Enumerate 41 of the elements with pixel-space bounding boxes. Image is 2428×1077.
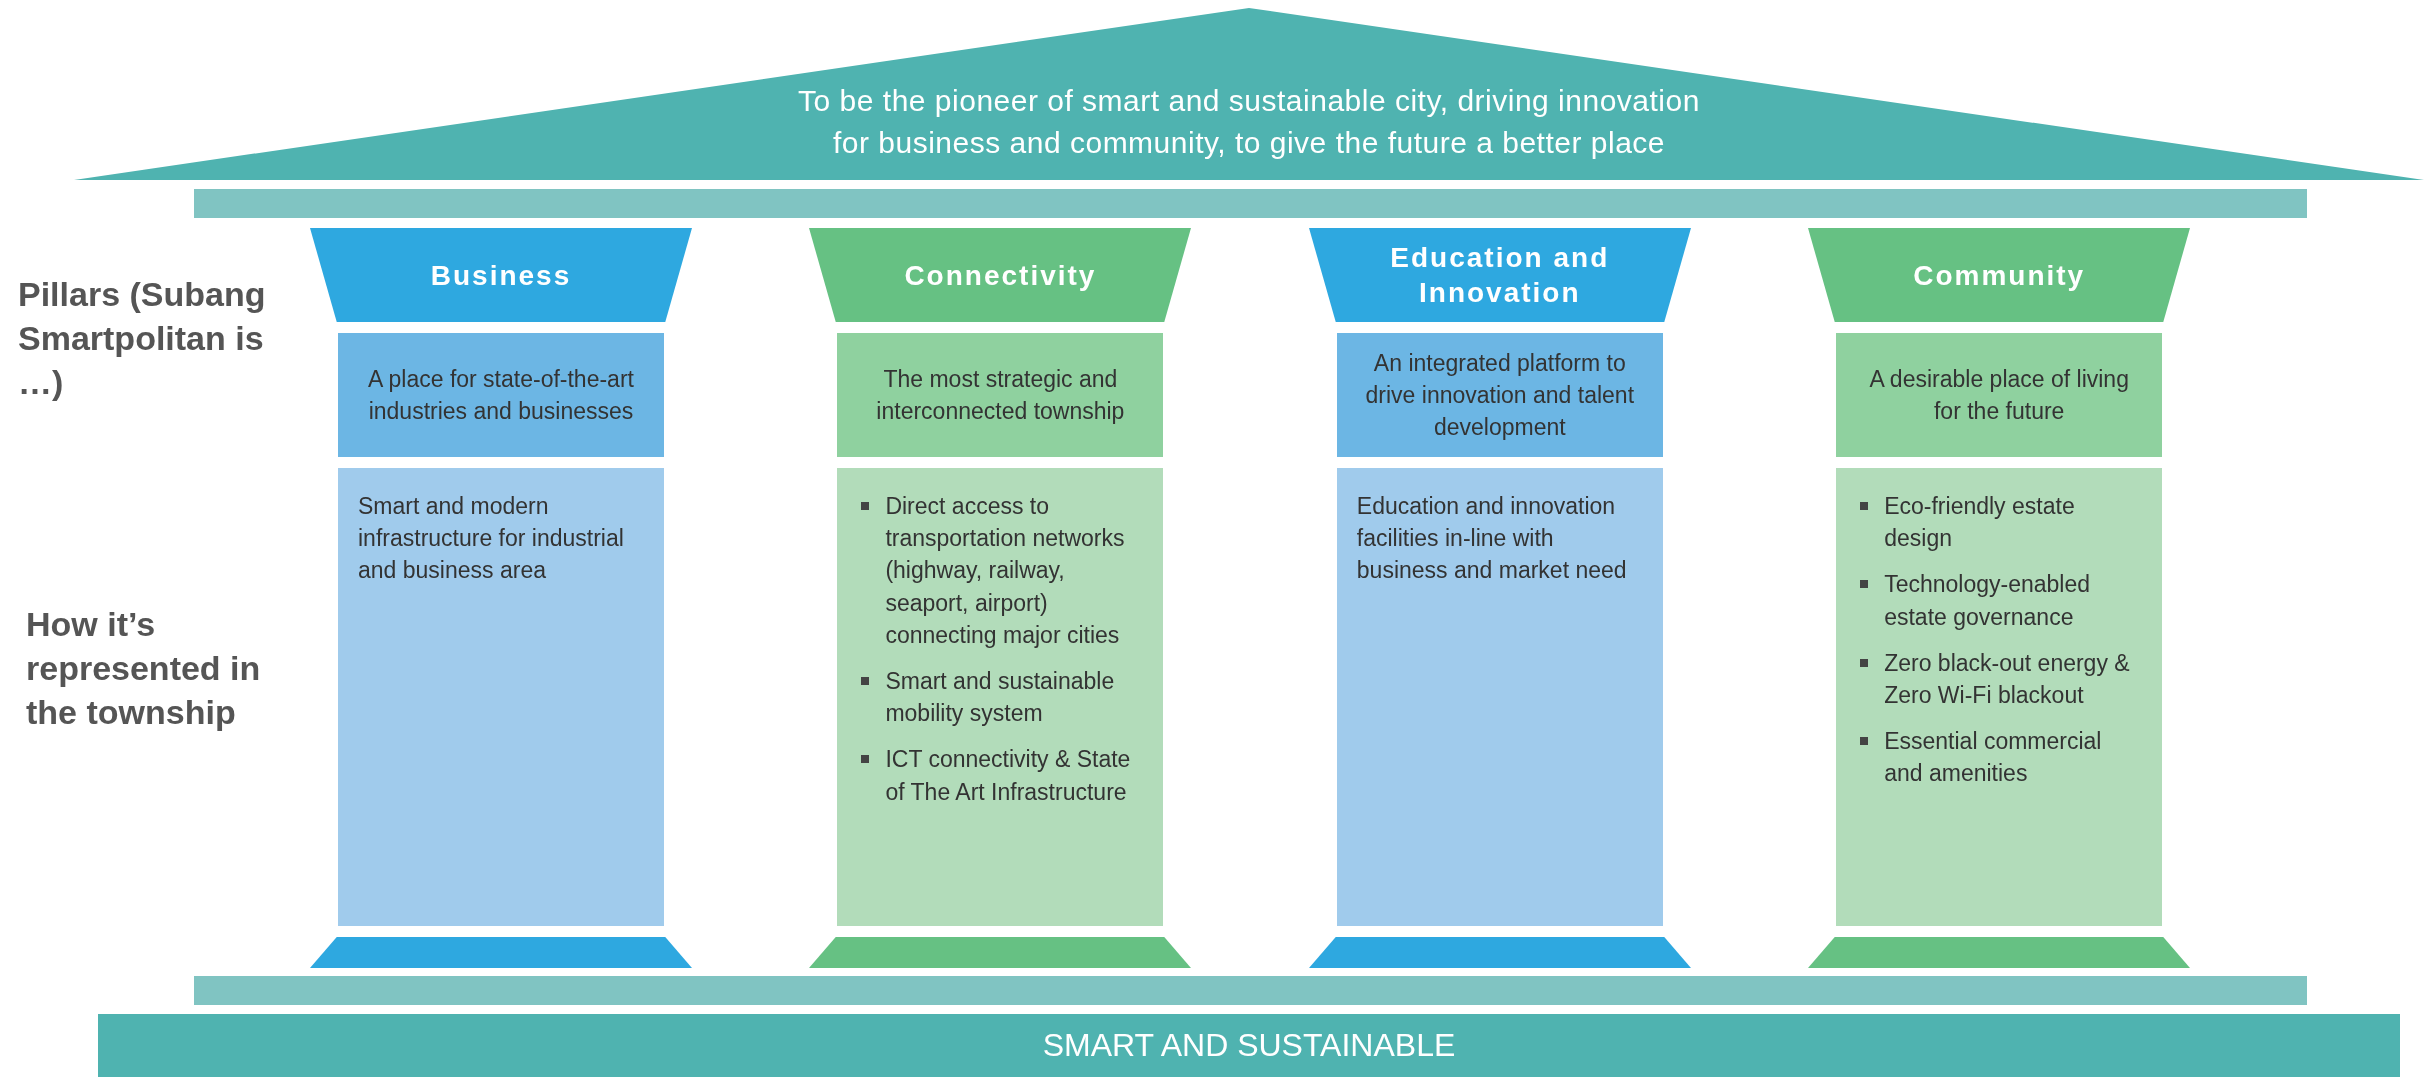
bullet-item: Technology-enabled estate governance <box>1884 570 2092 632</box>
description-box <box>1836 468 2163 926</box>
row-label: How it’s represented in the township <box>26 604 262 734</box>
summary-text: An integrated platform to drive innovation and talent development <box>1364 348 1636 443</box>
beam-bar <box>194 189 2307 218</box>
description-box <box>338 468 664 926</box>
vision-statement: To be the pioneer of smart and sustainable city, driving innovation for business and community, to give the future a better place <box>797 83 1701 161</box>
pillar-title: Community <box>1912 258 2087 293</box>
pillar-foot <box>809 937 1192 968</box>
pillar-title: Connectivity <box>903 258 1098 293</box>
bullet-item: Smart and sustainable mobility system <box>885 666 1116 729</box>
description-box <box>837 468 1164 926</box>
summary-box <box>1336 333 1663 457</box>
description-text: Smart and modern infrastructure for industrial and business area <box>358 492 625 586</box>
pillar-foot <box>1308 937 1691 968</box>
bullet-item: Zero black-out energy & Zero Wi-Fi blackout <box>1884 648 2131 710</box>
pillar-foot <box>1808 937 2191 968</box>
summary-box <box>338 333 664 457</box>
pillar-capital <box>1808 228 2191 322</box>
bullet-item: ICT connectivity & State of The Art Infrastructure <box>885 745 1132 807</box>
summary-text: The most strategic and interconnected township <box>875 364 1126 426</box>
plinth-bar <box>194 976 2307 1005</box>
pillar-capital <box>809 228 1192 322</box>
bullet-item: Essential commercial and amenities <box>1884 727 2103 789</box>
foundation-text: SMART AND SUSTAINABLE <box>1042 1027 1456 1064</box>
summary-box <box>837 333 1164 457</box>
pillar-capital <box>310 228 692 322</box>
bullet-item: Eco-friendly estate design <box>1884 492 2076 554</box>
row-label: Pillars (Subang Smartpolitan is …) <box>18 274 267 404</box>
pillar-capital <box>1308 228 1691 322</box>
pillar-foot <box>310 937 692 968</box>
foundation-bar <box>98 1014 2400 1077</box>
description-box <box>1336 468 1663 926</box>
summary-text: A place for state-of-the-art industries and businesses <box>367 364 635 426</box>
bullet-item: Direct access to transportation networks (highway, railway, seaport, airport) connecting major cities <box>885 492 1126 650</box>
pillar-title: Business <box>429 258 573 293</box>
summary-box <box>1836 333 2163 457</box>
summary-text: A desirable place of living for the future <box>1868 364 2130 426</box>
roof-triangle <box>74 8 2424 180</box>
description-text: Education and innovation facilities in-line with business and market need <box>1356 492 1628 586</box>
pillar-title: Education and Innovation <box>1389 241 1611 310</box>
